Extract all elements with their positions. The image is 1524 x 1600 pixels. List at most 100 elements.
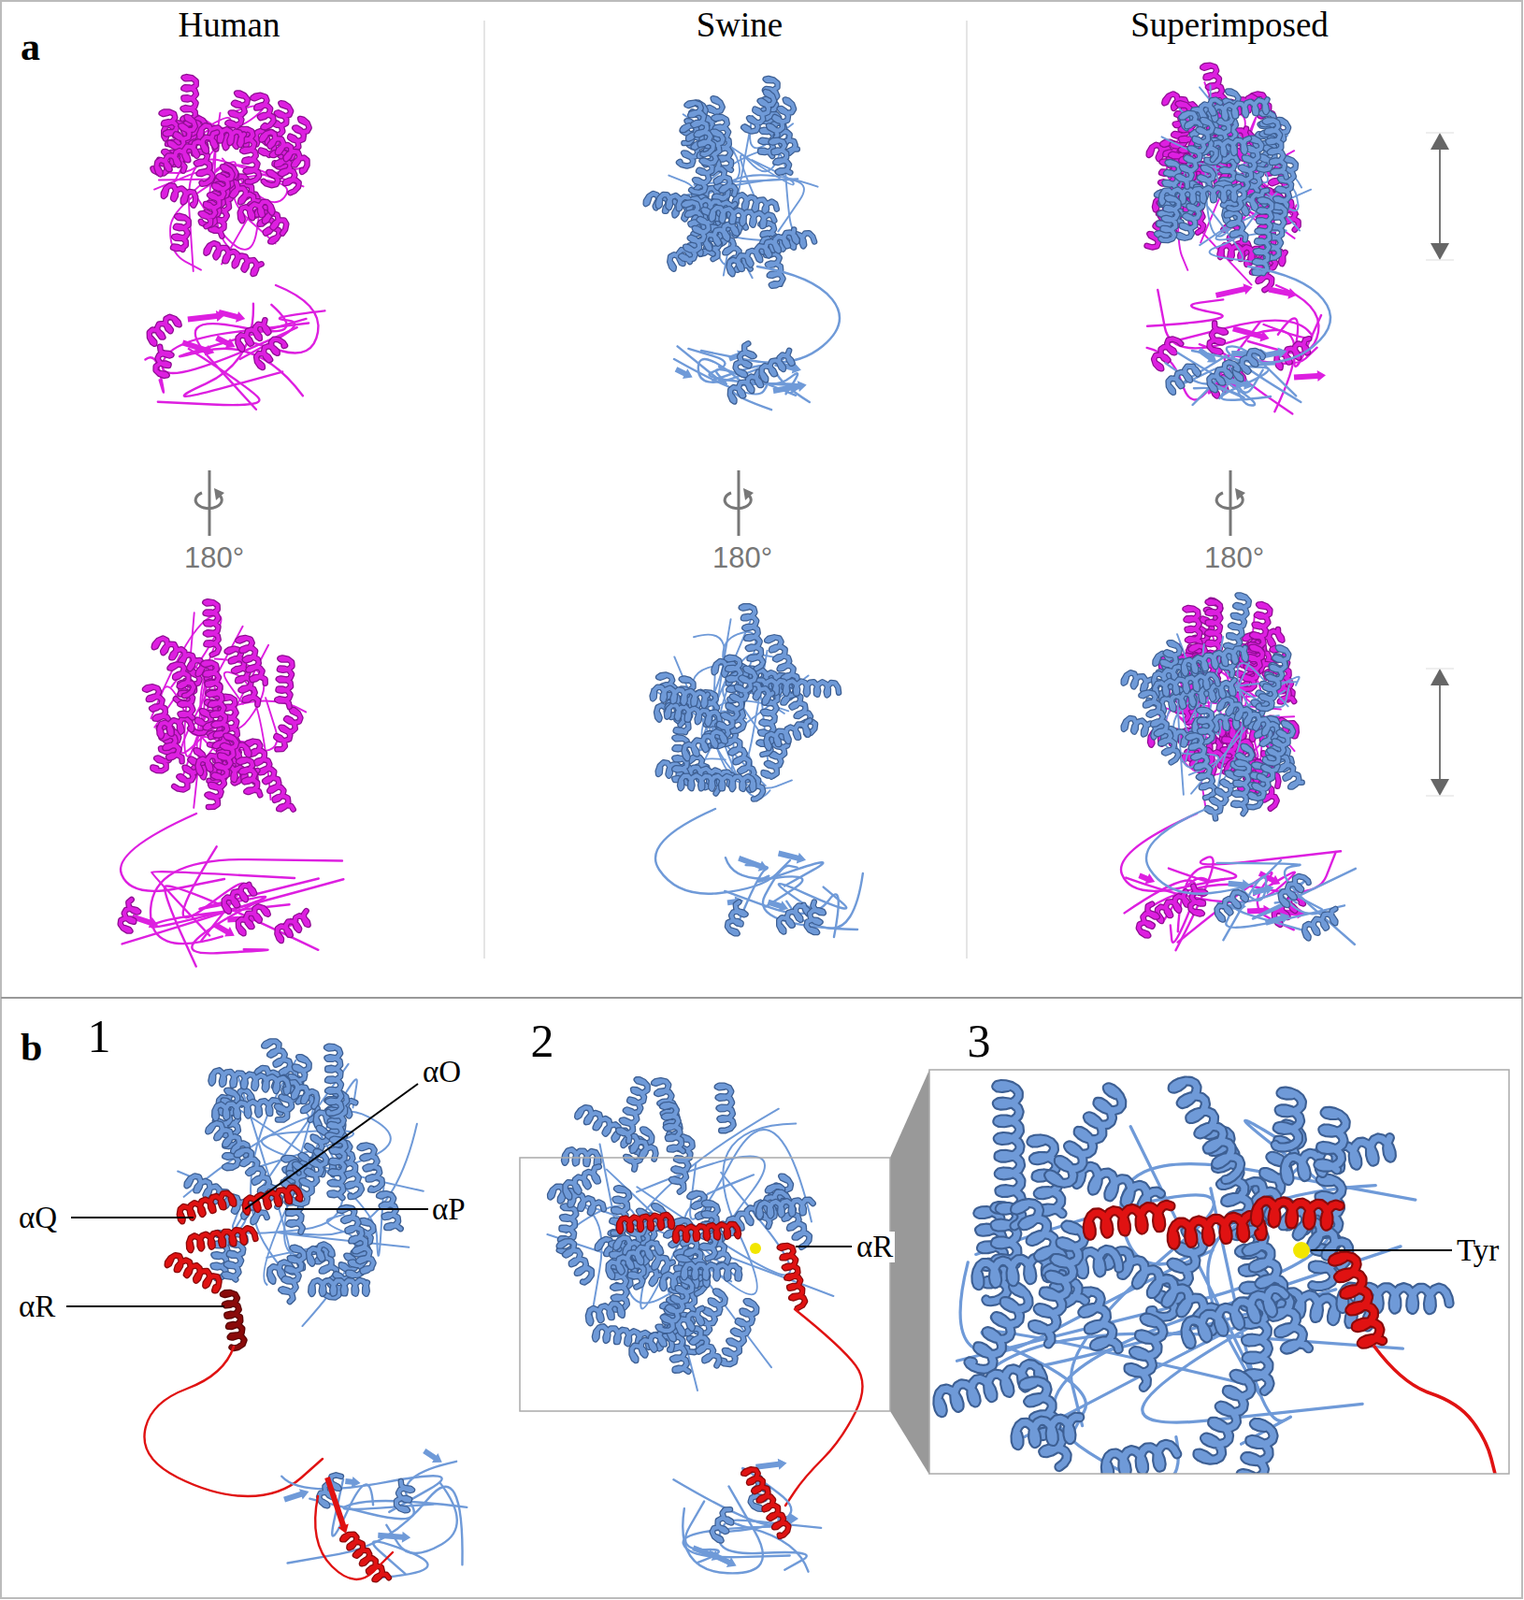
helix-ribbon — [565, 1166, 600, 1198]
helix-ribbon — [120, 899, 139, 932]
helix-ribbon — [156, 346, 173, 376]
helix-ribbon — [1138, 904, 1158, 936]
helix-ribbon — [766, 719, 811, 748]
helix-ribbon — [275, 709, 301, 750]
helix-ribbon — [1254, 1200, 1340, 1226]
helix-ribbon — [968, 1285, 1029, 1369]
beta-strand — [1265, 912, 1291, 926]
beta-strand — [737, 855, 768, 872]
helix-ribbon — [1208, 361, 1238, 390]
helix-ribbon — [204, 601, 219, 655]
helix-ribbon — [661, 1104, 683, 1151]
helix-ribbon — [666, 704, 720, 726]
helix-ribbon — [238, 759, 260, 795]
helix-ribbon — [1190, 886, 1206, 915]
helix-ribbon — [618, 1214, 673, 1232]
double-arrow — [1438, 681, 1441, 783]
annotation-marks — [66, 132, 1454, 1307]
helix-ribbon — [1219, 699, 1278, 739]
helix-ribbon — [205, 243, 261, 274]
helix-ribbon — [163, 185, 196, 205]
helix-ribbon — [1190, 886, 1206, 915]
helix-ribbon — [158, 718, 192, 737]
helix-ribbon — [758, 1199, 813, 1217]
helix-ribbon — [167, 1254, 220, 1291]
helix-ribbon — [712, 1509, 732, 1540]
helix-ribbon — [163, 185, 196, 205]
helix-ribbon — [396, 1480, 413, 1510]
helix-ribbon — [1332, 1255, 1382, 1344]
helix-ribbon — [275, 709, 301, 750]
helix-ribbon — [359, 1145, 383, 1191]
panel-divider — [0, 996, 1523, 999]
helix-ribbon — [771, 140, 791, 173]
helix-ribbon — [687, 102, 714, 156]
coil-loop — [655, 808, 791, 894]
rotation-axis — [1229, 470, 1233, 536]
helix-ribbon — [1265, 722, 1294, 763]
helix-ribbon — [768, 100, 794, 140]
helix-ribbon — [762, 350, 793, 381]
coil-loop — [1252, 868, 1356, 920]
arrow-head — [1430, 778, 1450, 796]
helix-ribbon — [652, 687, 708, 706]
coil-loop — [785, 1308, 863, 1506]
helix-ribbon — [326, 1046, 342, 1114]
helix-ribbon — [1209, 323, 1226, 354]
helix-ribbon — [1232, 1422, 1274, 1474]
rotation-axis — [208, 470, 212, 536]
helix-ribbon — [342, 1534, 389, 1581]
helix-ribbon — [378, 1193, 401, 1229]
helix-ribbon — [1233, 762, 1250, 814]
helix-ribbon — [224, 884, 255, 912]
helix-ribbon — [1140, 692, 1179, 763]
helix-ribbon — [1015, 1416, 1080, 1446]
rotation-axis — [737, 470, 741, 536]
helix-ribbon — [211, 1070, 289, 1093]
panel-letter: b — [20, 1027, 43, 1067]
coil-loop — [701, 266, 840, 363]
helix-ribbon — [1207, 746, 1253, 820]
beta-strand — [215, 335, 235, 349]
coil-loop — [1217, 862, 1355, 945]
beta-strand — [345, 1476, 361, 1488]
helix-ribbon — [1188, 734, 1216, 798]
helix-ribbon — [565, 1166, 600, 1198]
helix-ribbon — [281, 1247, 305, 1302]
helix-ribbon — [1275, 1091, 1302, 1148]
beta-strand — [1251, 883, 1275, 895]
helix-label: αR — [16, 1291, 58, 1323]
coil-loop — [1165, 320, 1312, 344]
helix-ribbon — [252, 95, 274, 129]
coil-loop — [120, 813, 225, 892]
helix-ribbon — [238, 905, 269, 934]
helix-label: αR — [854, 1231, 895, 1263]
beta-strand — [187, 310, 226, 322]
beta-strand — [1215, 283, 1253, 299]
helix-ribbon — [252, 95, 274, 129]
helix-ribbon — [1318, 1110, 1347, 1170]
structure-b2 — [546, 1078, 863, 1573]
column-title: Superimposed — [1130, 7, 1329, 43]
helix-ribbon — [201, 166, 233, 227]
column-title: Human — [178, 7, 281, 43]
helix-ribbon — [675, 1223, 739, 1241]
helix-ribbon — [727, 902, 747, 935]
helix-ribbon — [1154, 674, 1219, 696]
helix-ribbon — [771, 140, 791, 173]
helix-ribbon — [1128, 1317, 1164, 1387]
helix-ribbon — [214, 1100, 282, 1120]
rotation-angle: 180° — [712, 543, 773, 573]
helix-ribbon — [276, 910, 308, 941]
helix-ribbon — [588, 1303, 623, 1323]
helix-ribbon — [326, 1046, 342, 1114]
helix-ribbon — [202, 661, 228, 735]
coil-loop — [287, 1486, 463, 1566]
helix-ribbon — [261, 131, 308, 173]
helix-ribbon — [158, 718, 192, 737]
helix-ribbon — [618, 1078, 647, 1141]
helix-label: αP — [430, 1193, 468, 1225]
helix-ribbon — [1232, 1422, 1274, 1474]
helix-ribbon — [608, 1242, 662, 1278]
